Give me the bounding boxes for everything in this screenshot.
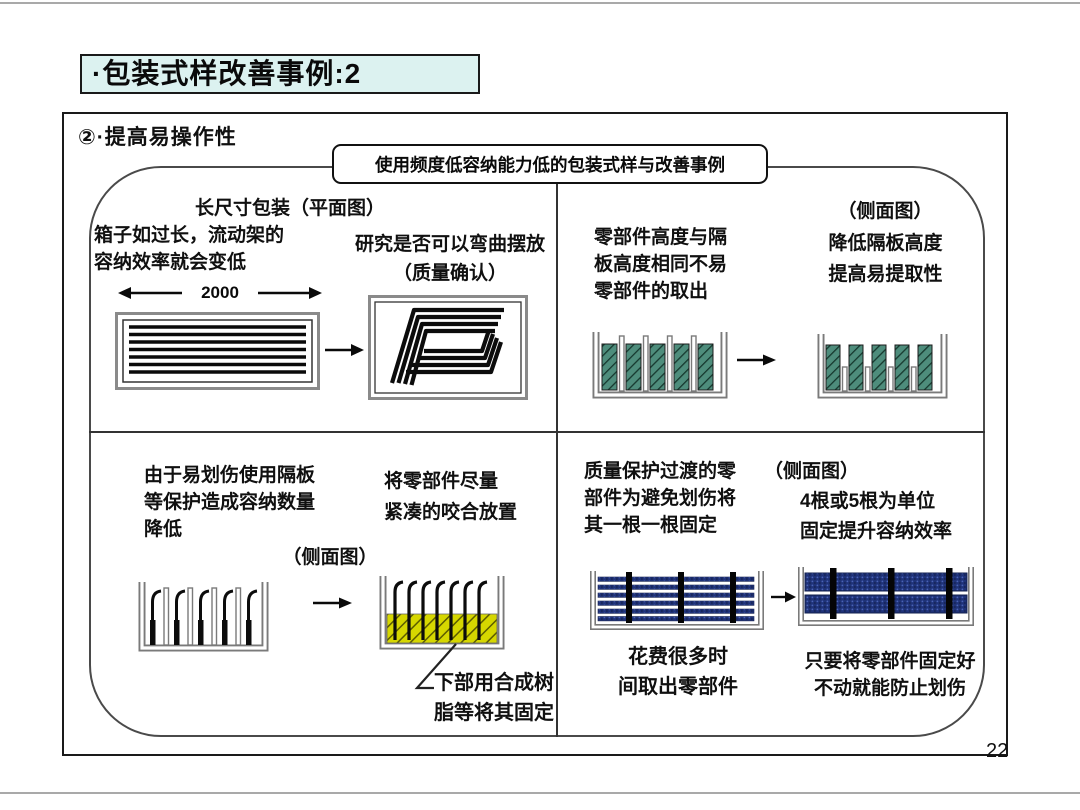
dimension-annotation: 2000 bbox=[118, 283, 322, 302]
q2-problem-text: 零部件高度与隔 板高度相同不易 零部件的取出 bbox=[594, 227, 728, 302]
tray-resin-fixed-diagram bbox=[379, 576, 505, 650]
q1-solution-text: 研究是否可以弯曲摆放 （质量确认） bbox=[354, 234, 545, 284]
tray-spaced-hooks-diagram bbox=[138, 582, 269, 652]
q3-view-label: （侧面图） bbox=[282, 547, 378, 568]
q2-view-label: （侧面图） bbox=[837, 201, 933, 222]
tray-loose-parts-diagram bbox=[590, 571, 764, 630]
tray-bundled-parts-diagram bbox=[798, 567, 974, 626]
q4-problem-text: 质量保护过渡的零 部件为避免划伤将 其一根一根固定 bbox=[584, 461, 737, 536]
panel-header-text: 使用频度低容纳能力低的包装式样与改善事例 bbox=[375, 154, 725, 175]
q3-callout-text: 下部用合成树 脂等将其固定 bbox=[434, 672, 554, 724]
dimension-arrow-left-icon bbox=[118, 287, 182, 299]
page-number: 22 bbox=[986, 740, 1009, 762]
q2-solution-text: 降低隔板高度 提高易提取性 bbox=[828, 233, 943, 285]
q4-before-caption: 花费很多时 间取出零部件 bbox=[618, 646, 738, 698]
horizontal-divider bbox=[89, 431, 985, 433]
arrow-right-icon bbox=[325, 344, 364, 356]
slide-edge-top bbox=[0, 2, 1080, 4]
slide-edge-bottom bbox=[0, 792, 1080, 794]
arrow-right-icon bbox=[313, 597, 352, 609]
arrow-right-icon bbox=[771, 591, 796, 603]
callout-line bbox=[414, 643, 457, 690]
bent-box-diagram bbox=[368, 295, 528, 400]
q1-problem-text: 箱子如过长，流动架的 容纳效率就会变低 bbox=[94, 225, 285, 273]
q3-solution-text: 将零部件尽量 紧凑的咬合放置 bbox=[384, 471, 518, 523]
tray-tall-dividers-diagram bbox=[592, 332, 728, 399]
slide-title: ·包装式样改善事例:2 bbox=[80, 54, 480, 94]
q4-after-caption: 只要将零部件固定好 不动就能防止划伤 bbox=[804, 651, 976, 699]
section-label: ②·提高易操作性 bbox=[78, 126, 237, 149]
slide-title-text: ·包装式样改善事例:2 bbox=[92, 58, 362, 89]
arrow-right-icon bbox=[737, 354, 776, 366]
panel-header: 使用频度低容纳能力低的包装式样与改善事例 bbox=[332, 144, 768, 184]
tray-short-dividers-diagram bbox=[817, 334, 948, 399]
q3-problem-text: 由于易划伤使用隔板 等保护造成容纳数量 降低 bbox=[144, 465, 316, 540]
q4-solution-text: 4根或5根为单位 固定提升容纳效率 bbox=[800, 491, 953, 542]
q4-view-label: （侧面图） bbox=[764, 461, 860, 482]
dimension-value: 2000 bbox=[201, 283, 239, 302]
dimension-arrow-right-icon bbox=[257, 287, 322, 299]
q1-heading: 长尺寸包装（平面图） bbox=[194, 198, 385, 219]
long-box-diagram bbox=[115, 312, 320, 390]
vertical-divider bbox=[556, 182, 558, 737]
